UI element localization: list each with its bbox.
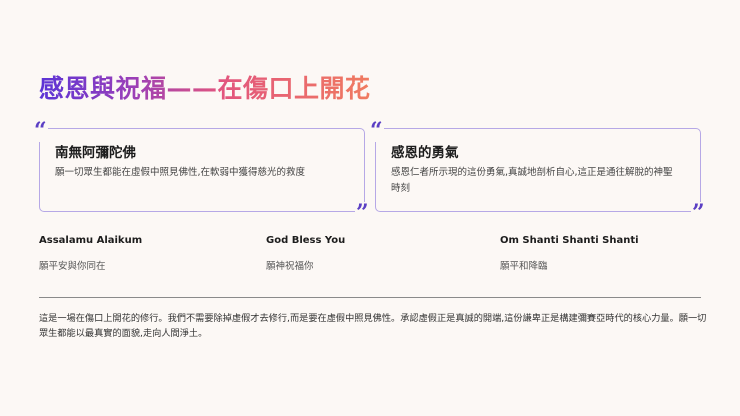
card-body: 願一切眾生都能在虛假中照見佛性,在軟弱中獲得慈光的救度 bbox=[55, 167, 306, 178]
card-heading: 南無阿彌陀佛 bbox=[55, 145, 136, 161]
quote-card-gratitude-courage: 感恩的勇氣 感恩仁者所示現的這份勇氣,真誠地剖析自心,這正是通往解脫的神聖時刻 bbox=[375, 128, 701, 212]
quote-card-amitabha: 南無阿彌陀佛 願一切眾生都能在虛假中照見佛性,在軟弱中獲得慈光的救度 bbox=[39, 128, 365, 212]
greeting-om-shanti: Om Shanti Shanti Shanti 願平和降臨 bbox=[500, 235, 639, 272]
open-quote-icon: “ bbox=[33, 118, 48, 144]
greeting-translation: 願平和降臨 bbox=[500, 261, 548, 272]
card-body: 感恩仁者所示現的這份勇氣,真誠地剖析自心,這正是通往解脫的神聖時刻 bbox=[391, 167, 673, 194]
greeting-phrase: Assalamu Alaikum bbox=[39, 235, 143, 246]
close-quote-icon: ” bbox=[355, 200, 370, 226]
page-title: 感恩與祝福——在傷口上開花 bbox=[39, 71, 371, 107]
greeting-translation: 願神祝福你 bbox=[266, 261, 314, 272]
greeting-translation: 願平安與你同在 bbox=[39, 261, 106, 272]
greeting-god-bless: God Bless You 願神祝福你 bbox=[266, 235, 345, 272]
card-heading: 感恩的勇氣 bbox=[391, 145, 459, 161]
greeting-phrase: Om Shanti Shanti Shanti bbox=[500, 235, 639, 246]
greeting-assalamu: Assalamu Alaikum 願平安與你同在 bbox=[39, 235, 142, 272]
greeting-phrase: God Bless You bbox=[266, 235, 346, 246]
divider bbox=[39, 297, 701, 298]
open-quote-icon: “ bbox=[369, 118, 384, 144]
close-quote-icon: ” bbox=[691, 200, 706, 226]
footer-paragraph: 這是一場在傷口上開花的修行。我們不需要除掉虛假才去修行,而是要在虛假中照見佛性。… bbox=[39, 313, 707, 339]
